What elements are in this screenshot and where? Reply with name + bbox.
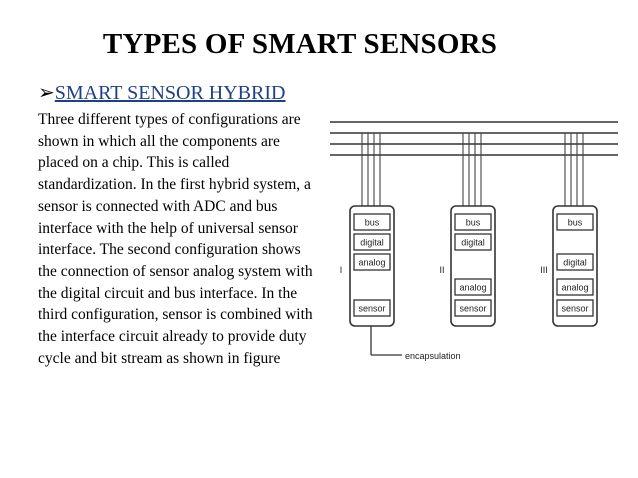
digital-block-label: digital bbox=[563, 258, 587, 268]
encapsulation-leader bbox=[370, 326, 402, 356]
bus-block-label: bus bbox=[568, 218, 583, 228]
bus-lines bbox=[330, 121, 618, 156]
digital-block-label: digital bbox=[360, 238, 384, 248]
digital-block-label: digital bbox=[461, 238, 485, 248]
arrow-bullet-icon: ➢ bbox=[38, 82, 55, 104]
sensor-block bbox=[353, 299, 391, 317]
sensor-block-label: sensor bbox=[561, 304, 588, 314]
module-numeral: II bbox=[439, 265, 444, 275]
analog-block bbox=[556, 278, 594, 296]
encapsulation-label: encapsulation bbox=[405, 351, 461, 361]
module-2: bus digital analog sensor II bbox=[439, 133, 496, 327]
module-enclosure bbox=[349, 205, 395, 327]
sensor-block bbox=[454, 299, 492, 317]
sensor-block-label: sensor bbox=[459, 304, 486, 314]
analog-block-label: analog bbox=[459, 283, 486, 293]
module-1: bus digital analog sensor I bbox=[340, 133, 395, 327]
analog-block bbox=[454, 278, 492, 296]
body-paragraph: Three different types of configurations … bbox=[38, 111, 313, 367]
digital-block bbox=[353, 233, 391, 251]
analog-block bbox=[353, 253, 391, 271]
module-3: bus digital analog sensor III bbox=[540, 133, 598, 327]
analog-block-label: analog bbox=[358, 258, 385, 268]
bus-block bbox=[454, 213, 492, 231]
module-enclosure bbox=[552, 205, 598, 327]
module-numeral: III bbox=[540, 265, 548, 275]
analog-block-label: analog bbox=[561, 283, 588, 293]
digital-block bbox=[454, 233, 492, 251]
module-numeral: I bbox=[340, 265, 343, 275]
slide-title: TYPES OF SMART SENSORS bbox=[102, 28, 498, 60]
digital-block bbox=[556, 253, 594, 271]
module-enclosure bbox=[450, 205, 496, 327]
sensor-block bbox=[556, 299, 594, 317]
subheading-text: SMART SENSOR HYBRID bbox=[54, 82, 286, 104]
bus-block-label: bus bbox=[466, 218, 481, 228]
bus-block-label: bus bbox=[365, 218, 380, 228]
subheading: ➢SMART SENSOR HYBRID bbox=[38, 80, 285, 105]
bus-block bbox=[353, 213, 391, 231]
sensor-block-label: sensor bbox=[358, 304, 385, 314]
bus-block bbox=[556, 213, 594, 231]
